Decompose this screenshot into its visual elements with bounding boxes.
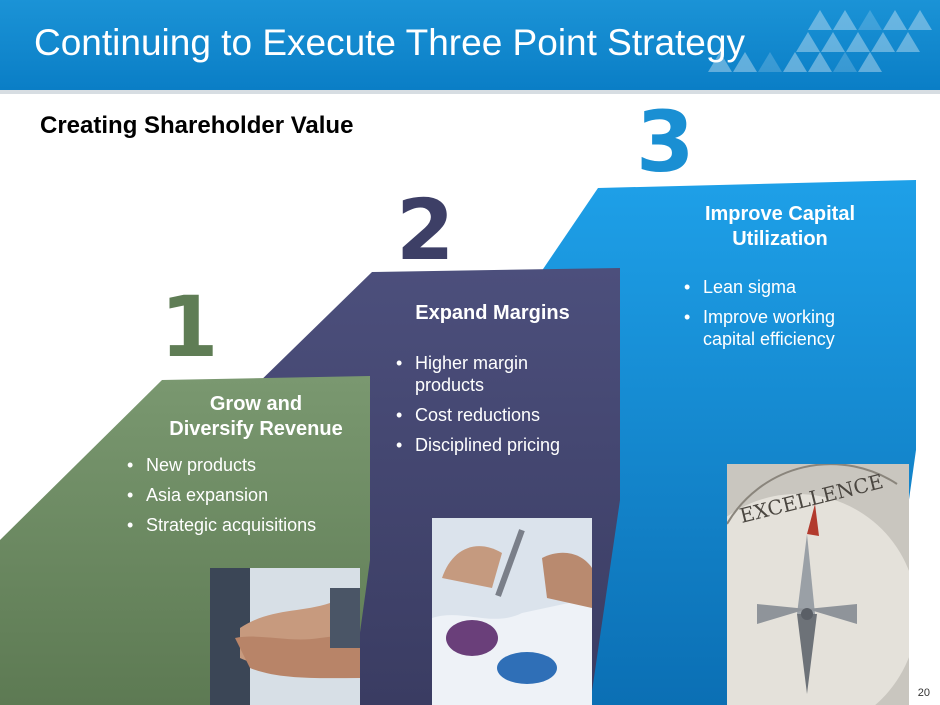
list-item: Improve working capital efficiency [684, 306, 884, 350]
step-number-3: 3 [636, 93, 695, 191]
list-item: New products [127, 454, 367, 476]
list-item: Strategic acquisitions [127, 514, 367, 536]
panel-2-title: Expand Margins [415, 302, 570, 324]
list-item: Disciplined pricing [396, 434, 596, 456]
slide-subtitle: Creating Shareholder Value [40, 112, 354, 139]
panel-1-bullets: New products Asia expansion Strategic ac… [127, 454, 367, 544]
panel-3-title: Improve Capital Utilization [704, 203, 856, 250]
handshake-photo [210, 568, 360, 705]
list-item: Lean sigma [684, 276, 884, 298]
list-item: Higher margin products [396, 352, 596, 396]
list-item: Cost reductions [396, 404, 596, 426]
step-number-1: 1 [160, 278, 219, 376]
compass-photo: EXCELLENCE [727, 464, 909, 705]
step-number-2: 2 [396, 181, 455, 279]
panel-3-bullets: Lean sigma Improve working capital effic… [684, 276, 884, 358]
triangle-pattern-decoration [708, 10, 932, 72]
panel-2-bullets: Higher margin products Cost reductions D… [396, 352, 596, 464]
page-number: 20 [917, 687, 930, 699]
slide-title: Continuing to Execute Three Point Strate… [34, 22, 745, 63]
list-item: Asia expansion [127, 484, 367, 506]
panel-1-title: Grow and Diversify Revenue [169, 393, 343, 440]
charts-analysis-photo [432, 518, 592, 705]
title-bar: Continuing to Execute Three Point Strate… [0, 0, 940, 94]
